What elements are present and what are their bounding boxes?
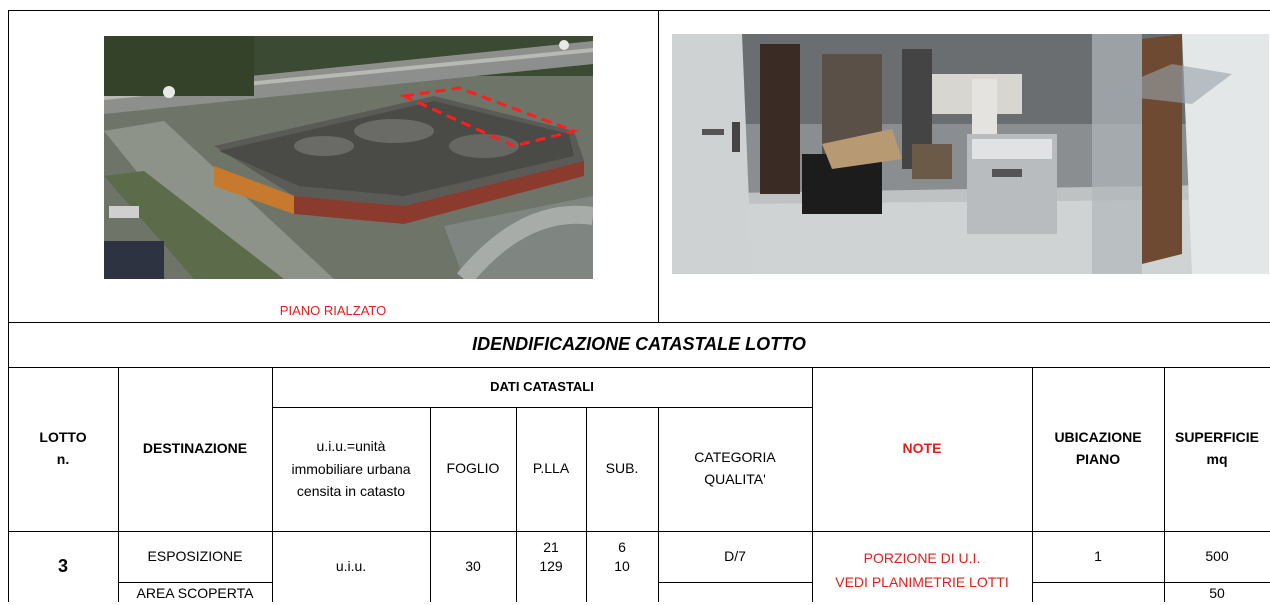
- header-note: NOTE: [902, 440, 942, 457]
- row-superficie-1: 500: [1205, 547, 1229, 564]
- row-note: PORZIONE DI U.I. VEDI PLANIMETRIE LOTTI: [835, 550, 1009, 590]
- header-plla: P.LLA: [532, 460, 570, 477]
- header-ubicazione: UBICAZIONE PIANO: [1054, 429, 1142, 467]
- header-destinazione: DESTINAZIONE: [142, 440, 248, 457]
- row-categoria: D/7: [724, 547, 746, 564]
- row-sub: 6 10: [614, 538, 630, 574]
- row-superficie-2: 50: [1209, 585, 1225, 601]
- row-destinazione-1: ESPOSIZIONE: [147, 547, 243, 564]
- section-title: IDENDIFICAZIONE CATASTALE LOTTO: [472, 334, 806, 355]
- row-destinazione-2: AREA SCOPERTA: [136, 585, 254, 601]
- header-uiu-definition: u.i.u.=unità immobiliare urbana censita …: [291, 438, 411, 500]
- header-sub: SUB.: [605, 460, 639, 477]
- interior-photo: [672, 34, 1269, 274]
- aerial-photo: [104, 36, 593, 279]
- row-foglio: 30: [465, 557, 481, 574]
- header-dati-catastali: DATI CATASTALI: [490, 378, 594, 394]
- row-ubicazione: 1: [1094, 547, 1102, 564]
- header-foglio: FOGLIO: [446, 460, 500, 477]
- photo-caption: PIANO RIALZATO: [279, 302, 387, 318]
- row-lotto-number: 3: [57, 555, 68, 576]
- row-plla: 21 129: [539, 538, 563, 574]
- header-lotto: LOTTO n.: [39, 429, 87, 467]
- row-uiu: u.i.u.: [335, 557, 367, 574]
- header-categoria: CATEGORIA QUALITA': [694, 449, 776, 487]
- header-superficie: SUPERFICIE mq: [1174, 429, 1259, 467]
